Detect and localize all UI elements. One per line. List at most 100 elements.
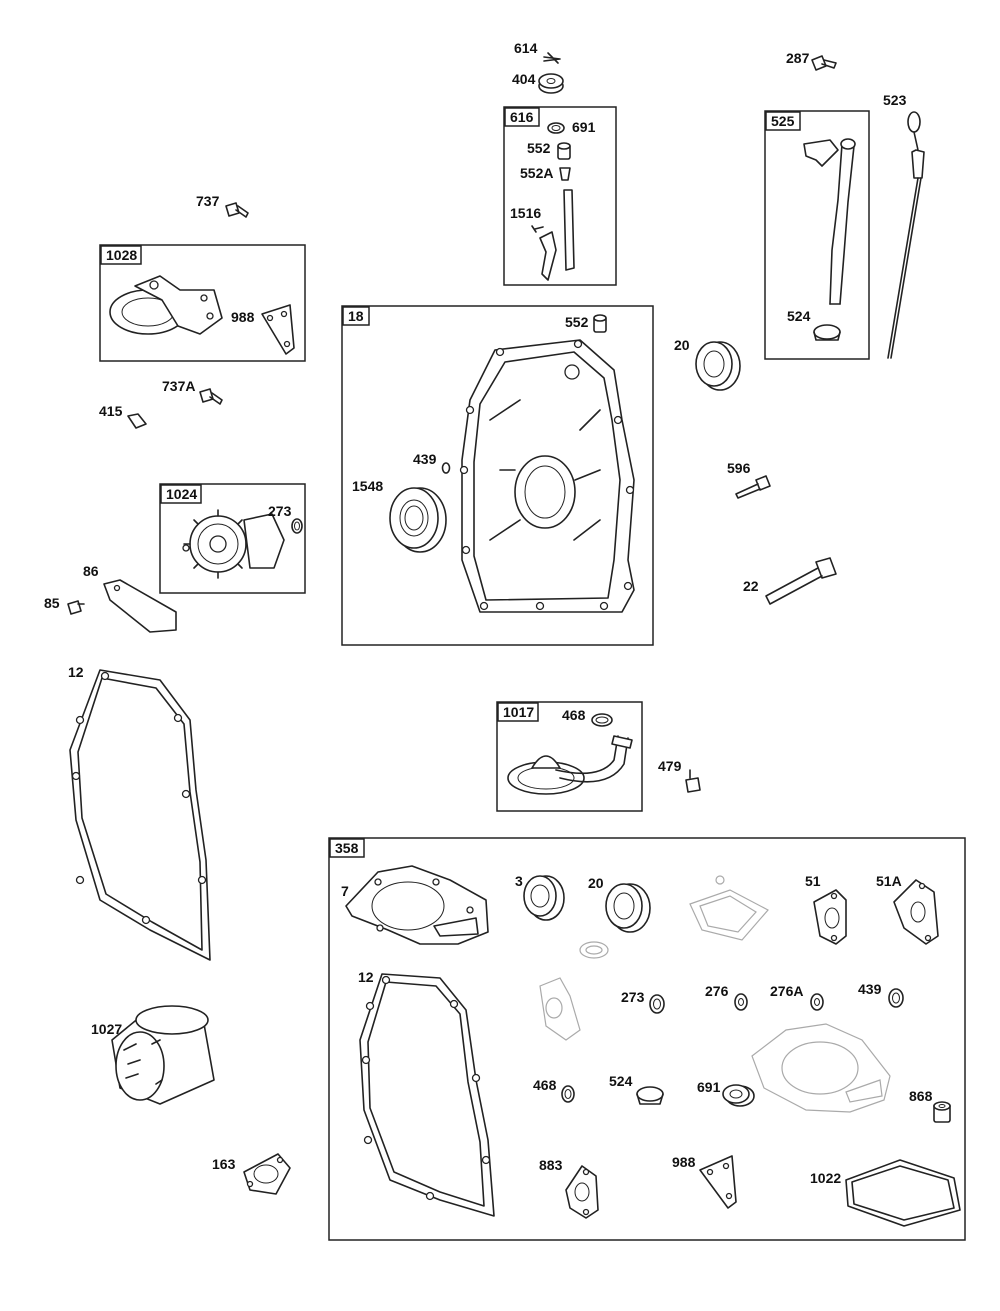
screw-479[interactable] (685, 769, 701, 793)
gasket-51A[interactable] (893, 879, 939, 945)
label-7: 7 (341, 883, 349, 899)
faint-gasket-left (539, 977, 581, 1041)
gasket-163[interactable] (243, 1153, 291, 1195)
o-ring-273-set[interactable] (649, 994, 665, 1014)
washer-276A[interactable] (810, 993, 824, 1011)
crankcase-cover-18[interactable] (459, 339, 635, 613)
oil-pump-1024[interactable] (182, 509, 285, 579)
label-737A: 737A (162, 378, 195, 394)
label-596: 596 (727, 460, 751, 476)
group-1024-label: 1024 (166, 486, 197, 502)
label-552-crank: 552 (565, 314, 589, 330)
bolt-737A[interactable] (199, 388, 223, 405)
faint-gasket-set (689, 875, 769, 941)
label-691-top: 691 (572, 119, 596, 135)
label-273-set: 273 (621, 989, 645, 1005)
group-18-label: 18 (348, 308, 364, 324)
label-12-set: 12 (358, 969, 374, 985)
plug-415[interactable] (127, 413, 147, 429)
seal-691[interactable] (547, 122, 565, 134)
oil-pickup-1017[interactable] (507, 735, 633, 795)
cover-86[interactable] (103, 579, 177, 633)
gasket-12-set[interactable] (359, 973, 495, 1217)
group-616-label: 616 (510, 109, 534, 125)
o-ring-439-set[interactable] (888, 988, 904, 1008)
gasket-988-set[interactable] (699, 1155, 737, 1209)
group-1017-label: 1017 (503, 704, 534, 720)
label-20-top: 20 (674, 337, 690, 353)
bolt-287[interactable] (811, 55, 837, 71)
gasket-1022[interactable] (845, 1159, 961, 1227)
label-988-set: 988 (672, 1154, 696, 1170)
label-1027: 1027 (91, 1021, 122, 1037)
group-1024: 1024 273 (159, 483, 306, 594)
label-468-top: 468 (562, 707, 586, 723)
o-ring-439[interactable] (441, 462, 451, 474)
group-1028-label: 1028 (106, 247, 137, 263)
label-439-crank: 439 (413, 451, 437, 467)
gasket-883[interactable] (565, 1165, 599, 1219)
seal-868[interactable] (933, 1101, 951, 1123)
dipstick-tube-525[interactable] (803, 138, 856, 305)
label-51A: 51A (876, 873, 902, 889)
label-439-set: 439 (858, 981, 882, 997)
group-616: 616 691 552 552A 1516 (503, 106, 617, 286)
label-86: 86 (83, 563, 99, 579)
o-ring-468[interactable] (591, 713, 613, 727)
label-883: 883 (539, 1157, 563, 1173)
seal-20[interactable] (695, 341, 741, 391)
label-988-top: 988 (231, 309, 255, 325)
label-524-set: 524 (609, 1073, 633, 1089)
faint-washer-set (579, 941, 609, 959)
label-868: 868 (909, 1088, 933, 1104)
dipstick-523[interactable] (887, 111, 925, 359)
group-358: 358 7 3 20 51 51A (328, 837, 966, 1241)
bolt-737[interactable] (225, 202, 249, 218)
bearing-1548[interactable] (389, 487, 447, 553)
head-gasket-7[interactable] (345, 865, 489, 945)
oil-filter-1027[interactable] (111, 1005, 215, 1105)
o-ring-468-set[interactable] (561, 1085, 575, 1103)
o-ring-273[interactable] (291, 518, 303, 534)
label-523: 523 (883, 92, 907, 108)
label-85: 85 (44, 595, 60, 611)
label-163: 163 (212, 1156, 236, 1172)
group-18: 18 552 439 1548 (341, 305, 654, 646)
washer-404[interactable] (538, 73, 564, 94)
label-1548: 1548 (352, 478, 383, 494)
label-737: 737 (196, 193, 220, 209)
gasket-51[interactable] (813, 889, 847, 945)
grommet-524-set[interactable] (636, 1086, 664, 1105)
bushing-552[interactable] (557, 142, 571, 160)
bolt-596[interactable] (735, 475, 771, 499)
label-20-set: 20 (588, 875, 604, 891)
bolt-22[interactable] (765, 557, 837, 605)
label-1022: 1022 (810, 1170, 841, 1186)
seal-20-set[interactable] (605, 883, 651, 933)
governor-shaft-1516[interactable] (531, 189, 575, 281)
label-552-top: 552 (527, 140, 551, 156)
group-1017: 1017 468 (496, 701, 643, 812)
label-287: 287 (786, 50, 810, 66)
grommet-524[interactable] (813, 324, 841, 341)
group-525-label: 525 (771, 113, 795, 129)
screw-85[interactable] (67, 600, 85, 615)
bushing-552-crank[interactable] (593, 314, 607, 333)
cotter-pin-614[interactable] (543, 52, 561, 64)
bushing-552A[interactable] (559, 167, 571, 181)
label-404: 404 (512, 71, 536, 87)
washer-276[interactable] (734, 993, 748, 1011)
group-1028: 1028 988 (99, 244, 306, 362)
gasket-12[interactable] (69, 669, 211, 961)
gasket-988[interactable] (261, 304, 295, 355)
oil-filter-adapter-1028[interactable] (109, 275, 223, 335)
label-552A: 552A (520, 165, 553, 181)
seal-691-set[interactable] (722, 1084, 755, 1107)
group-358-label: 358 (335, 840, 359, 856)
seal-3[interactable] (523, 875, 565, 921)
label-276A: 276A (770, 983, 803, 999)
label-691-set: 691 (697, 1079, 721, 1095)
label-12-left: 12 (68, 664, 84, 680)
label-22: 22 (743, 578, 759, 594)
label-273-top: 273 (268, 503, 292, 519)
